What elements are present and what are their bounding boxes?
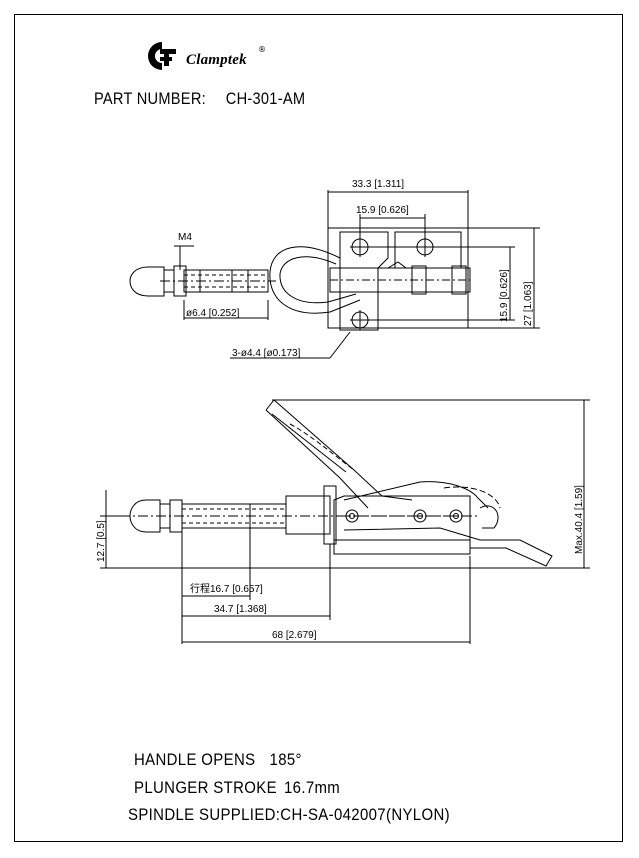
base-plate-outline [327, 227, 469, 329]
clamptek-logo-icon [148, 42, 176, 70]
note-plunger-label: PLUNGER STROKE [134, 778, 277, 797]
part-number-value: CH-301-AM [225, 89, 306, 108]
note-handle-opens: HANDLE OPENS 185° [134, 750, 302, 770]
dim-mount-holes: 3-ø4.4 [ø0.173] [232, 348, 301, 359]
note-handle-value: 185° [269, 750, 302, 769]
dim-plunger-len: 34.7 [1.368] [214, 604, 267, 615]
note-handle-label: HANDLE OPENS [134, 750, 256, 769]
dim-max-height: Max.40.4 [1.59] [574, 485, 585, 554]
handle-arm [265, 399, 413, 501]
side-base [333, 539, 471, 555]
side-view [100, 399, 590, 644]
dim-plunger-dia: ø6.4 [0.252] [186, 308, 240, 319]
dim-base-depth: 27 [1.063] [523, 281, 534, 326]
dim-spindle-height: 12.7 [0.5] [96, 520, 107, 562]
dim-thread: M4 [178, 232, 192, 243]
note-plunger-stroke: PLUNGER STROKE 16.7mm [134, 778, 340, 798]
part-number-label: PART NUMBER: [94, 89, 206, 108]
note-spindle-supplied: SPINDLE SUPPLIED:CH-SA-042007(NYLON) [128, 805, 450, 824]
note-plunger-value: 16.7mm [283, 778, 341, 797]
dim-overall-len: 68 [2.679] [272, 630, 317, 641]
dim-stroke: 行程16.7 [0.657] [190, 582, 263, 595]
top-view [129, 190, 540, 359]
registered-mark: ® [258, 45, 266, 54]
dim-hole-pitch-y: 15.9 [0.626] [499, 269, 510, 322]
part-number-line: PART NUMBER: CH-301-AM [94, 89, 305, 109]
dim-hole-pitch-x: 15.9 [0.626] [356, 205, 409, 216]
drawing-frame [14, 14, 623, 842]
dim-overall-width: 33.3 [1.311] [352, 179, 404, 190]
brand-name: Clamptek [186, 52, 247, 68]
